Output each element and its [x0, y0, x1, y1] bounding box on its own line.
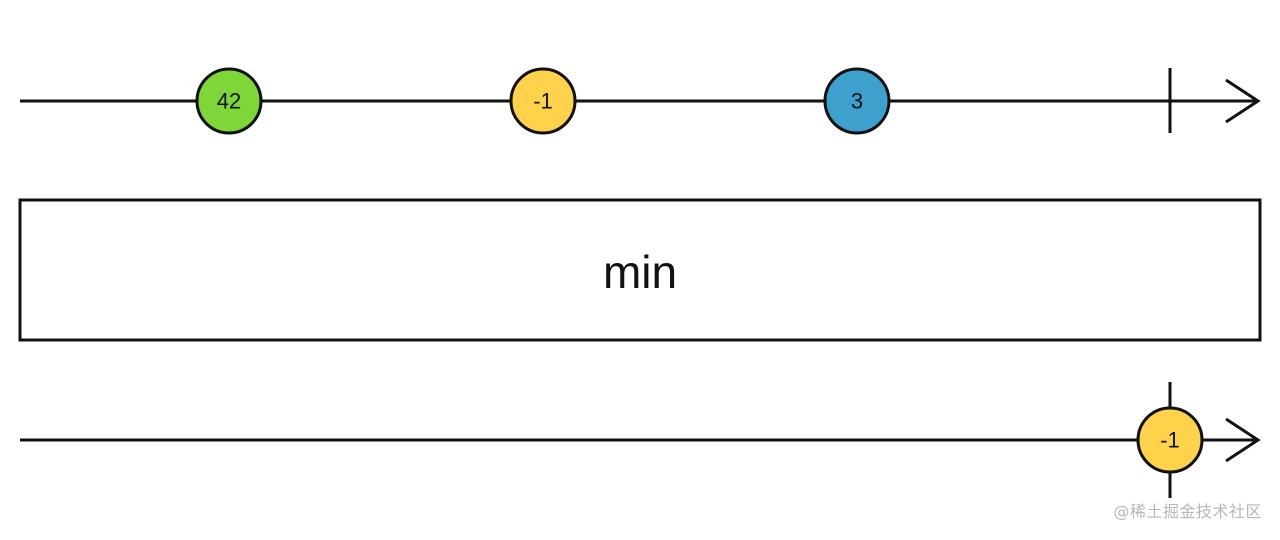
- operator-label: min: [603, 246, 677, 298]
- output-marble-1-label: -1: [1160, 428, 1180, 453]
- input-marble-3: 3: [823, 67, 891, 135]
- input-marble-1: 42: [195, 67, 263, 135]
- operator-box: min: [18, 198, 1262, 342]
- input-marble-1-label: 42: [217, 89, 241, 114]
- operator-box-rect: [18, 198, 1262, 342]
- input-marble-2-label: -1: [533, 89, 553, 114]
- output-marble-1-circle: [1136, 406, 1204, 474]
- input-marble-3-circle: [823, 67, 891, 135]
- input-timeline-arrowhead: [1225, 78, 1261, 124]
- output-marble-1: -1: [1136, 406, 1204, 474]
- input-timeline: 42 -1 3: [20, 67, 1261, 135]
- input-marble-2: -1: [509, 67, 577, 135]
- watermark-text: @稀土掘金技术社区: [1113, 502, 1262, 521]
- input-marble-1-circle: [195, 67, 263, 135]
- input-marble-2-circle: [509, 67, 577, 135]
- input-marble-3-label: 3: [851, 89, 863, 114]
- output-timeline: -1: [20, 382, 1261, 498]
- output-timeline-arrowhead: [1225, 417, 1261, 463]
